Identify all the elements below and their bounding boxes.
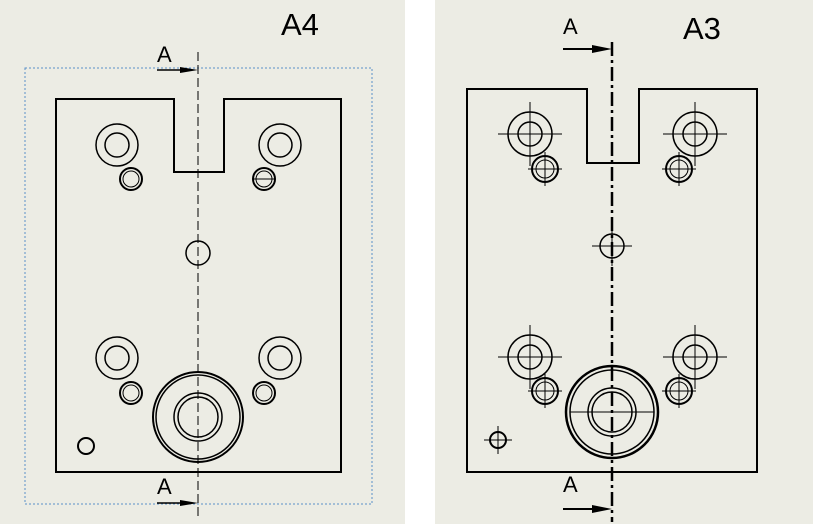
hole-crosshair <box>662 152 696 186</box>
small-hole-inner <box>122 170 140 188</box>
counterbore-hole[interactable] <box>95 123 139 167</box>
main-bore-outer-ring <box>155 374 241 460</box>
arrowhead-bottom <box>592 505 612 513</box>
counterbore-inner[interactable] <box>104 345 130 371</box>
center-hole[interactable] <box>185 240 211 266</box>
view-a4: A4 A A <box>24 7 373 518</box>
small-hole[interactable] <box>77 437 95 455</box>
small-hole[interactable] <box>119 167 143 191</box>
view-a3: A3 A A <box>466 11 758 522</box>
main-bore-outer[interactable] <box>564 364 660 460</box>
sheet-size-label-a4: A4 <box>281 7 319 42</box>
hole-crosshair <box>663 325 727 389</box>
counterbore-inner[interactable] <box>267 345 293 371</box>
main-bore-outer[interactable] <box>152 371 244 463</box>
small-hole[interactable] <box>119 381 143 405</box>
small-hole[interactable] <box>252 381 276 405</box>
hole-crosshair <box>498 102 562 166</box>
small-hole[interactable] <box>252 167 276 191</box>
hole-crosshair <box>498 325 562 389</box>
main-bore-inner[interactable] <box>177 396 219 438</box>
counterbore-inner[interactable] <box>104 132 130 158</box>
main-bore-middle[interactable] <box>173 392 223 442</box>
counterbore-hole[interactable] <box>258 123 302 167</box>
counterbore-inner[interactable] <box>267 132 293 158</box>
part-outline[interactable] <box>55 98 342 473</box>
section-label-top: A <box>157 42 172 67</box>
section-label-top: A <box>563 14 578 39</box>
section-label-bottom: A <box>157 474 172 499</box>
small-hole-inner <box>122 384 140 402</box>
part-outline[interactable] <box>466 88 758 473</box>
hole-crosshair <box>528 374 562 408</box>
hole-crosshair <box>484 426 512 454</box>
sheet-size-label-a3: A3 <box>683 11 721 46</box>
section-label-bottom: A <box>563 472 578 497</box>
hole-crosshair <box>528 152 562 186</box>
arrowhead-top <box>180 67 198 73</box>
hole-crosshair <box>663 102 727 166</box>
counterbore-hole[interactable] <box>258 336 302 380</box>
small-hole-inner <box>255 384 273 402</box>
arrowhead-top <box>592 45 612 53</box>
arrowhead-bottom <box>180 500 198 506</box>
hole-crosshair <box>592 226 632 266</box>
counterbore-hole[interactable] <box>95 336 139 380</box>
hole-crosshair <box>662 374 696 408</box>
